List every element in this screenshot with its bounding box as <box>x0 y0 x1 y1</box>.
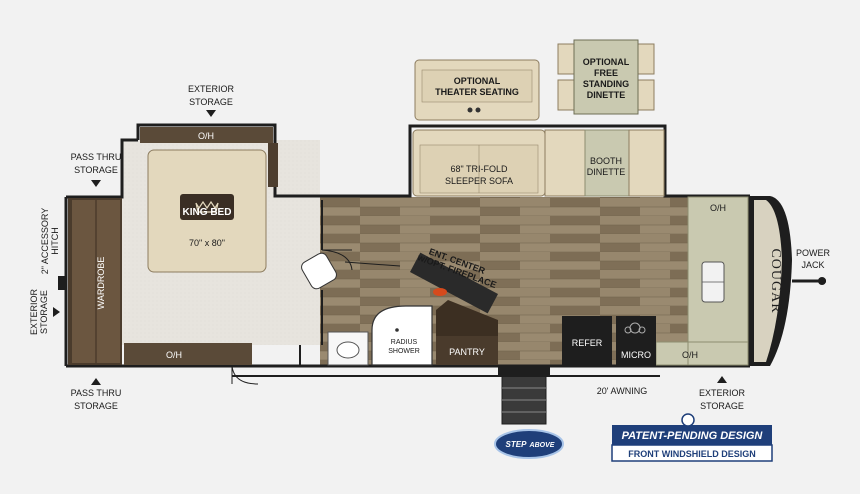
ext-storage-top-2: STORAGE <box>189 97 233 107</box>
booth-dinette <box>544 129 665 197</box>
step-badge-label-1: STEP <box>506 440 528 449</box>
oh-kitchen-label: O/H <box>682 350 698 360</box>
dinette-opt-label-1: OPTIONAL <box>583 57 630 67</box>
bed-overhead-cabinet <box>140 127 273 143</box>
pantry-label: PANTRY <box>449 347 485 357</box>
oh-wardrobe-label: O/H <box>166 350 182 360</box>
arrow-up-icon <box>91 378 101 385</box>
radius-shower <box>371 305 433 366</box>
power-jack <box>792 277 826 285</box>
pass-thru-bottom-2: STORAGE <box>74 401 118 411</box>
arrow-up-icon <box>717 376 727 383</box>
ext-storage-right-1: EXTERIOR <box>699 388 746 398</box>
awning-label: 20' AWNING <box>597 386 647 396</box>
pass-thru-top-1: PASS THRU <box>71 152 122 162</box>
theater-label-2: THEATER SEATING <box>435 87 519 97</box>
wardrobe-overhead-cabinet <box>124 343 252 365</box>
wardrobe <box>68 198 122 365</box>
power-jack-2: JACK <box>801 260 824 270</box>
power-jack-1: POWER <box>796 248 831 258</box>
wardrobe-label: WARDROBE <box>96 257 106 310</box>
dinette-opt-label-3: STANDING <box>583 79 629 89</box>
booth-label-2: DINETTE <box>587 167 626 177</box>
front-cap <box>750 196 792 366</box>
patent-label: PATENT-PENDING DESIGN <box>622 430 764 442</box>
optional-theater-seating <box>414 59 540 121</box>
ext-storage-left-2: STORAGE <box>39 290 49 334</box>
cougar-logo: COUGAR <box>768 248 783 313</box>
ext-storage-left-1: EXTERIOR <box>29 289 39 336</box>
dinette-opt-label-4: DINETTE <box>587 90 626 100</box>
sofa-label-2: SLEEPER SOFA <box>445 176 513 186</box>
microwave-range <box>616 316 656 366</box>
arrow-right-icon <box>53 307 60 317</box>
oh-front-label: O/H <box>710 203 726 213</box>
shower-label-1: RADIUS <box>391 339 418 346</box>
oh-bed-label: O/H <box>198 131 214 141</box>
micro-label: MICRO <box>621 350 651 360</box>
optional-dinette <box>557 39 655 115</box>
hitch-label-1: 2" ACCESSORY <box>40 208 50 275</box>
toilet <box>301 252 337 290</box>
step-above-badge <box>494 429 564 459</box>
refer-label: REFER <box>572 338 603 348</box>
arrow-down-icon <box>91 180 101 187</box>
entry-steps <box>498 366 550 425</box>
king-bed <box>147 143 278 273</box>
ext-storage-top-1: EXTERIOR <box>188 84 235 94</box>
patent-badge <box>611 413 773 462</box>
pass-thru-bottom-1: PASS THRU <box>71 388 122 398</box>
bed-size-label: 70" x 80" <box>189 238 225 248</box>
arrow-down-icon <box>206 110 216 117</box>
bedroom-partition <box>299 200 323 365</box>
entertainment-center <box>409 252 499 314</box>
refrigerator <box>562 316 612 366</box>
dinette-opt-label-2: FREE <box>594 68 618 78</box>
windshield-label: FRONT WINDSHIELD DESIGN <box>628 449 756 459</box>
step-badge-label-2: ABOVE <box>529 442 555 449</box>
bath-sink <box>327 331 369 366</box>
rear-hitch <box>58 276 66 290</box>
ext-storage-right-2: STORAGE <box>700 401 744 411</box>
sofa-label-1: 68" TRI-FOLD <box>450 164 508 174</box>
pass-thru-top-2: STORAGE <box>74 165 118 175</box>
pantry <box>436 300 498 365</box>
booth-label-1: BOOTH <box>590 156 622 166</box>
sofa <box>412 129 546 197</box>
kitchen-counter <box>655 196 749 366</box>
king-bed-label: KING BED <box>183 207 232 218</box>
theater-label-1: OPTIONAL <box>454 76 501 86</box>
hitch-label-2: HITCH <box>50 227 60 255</box>
shower-label-2: SHOWER <box>388 348 420 355</box>
